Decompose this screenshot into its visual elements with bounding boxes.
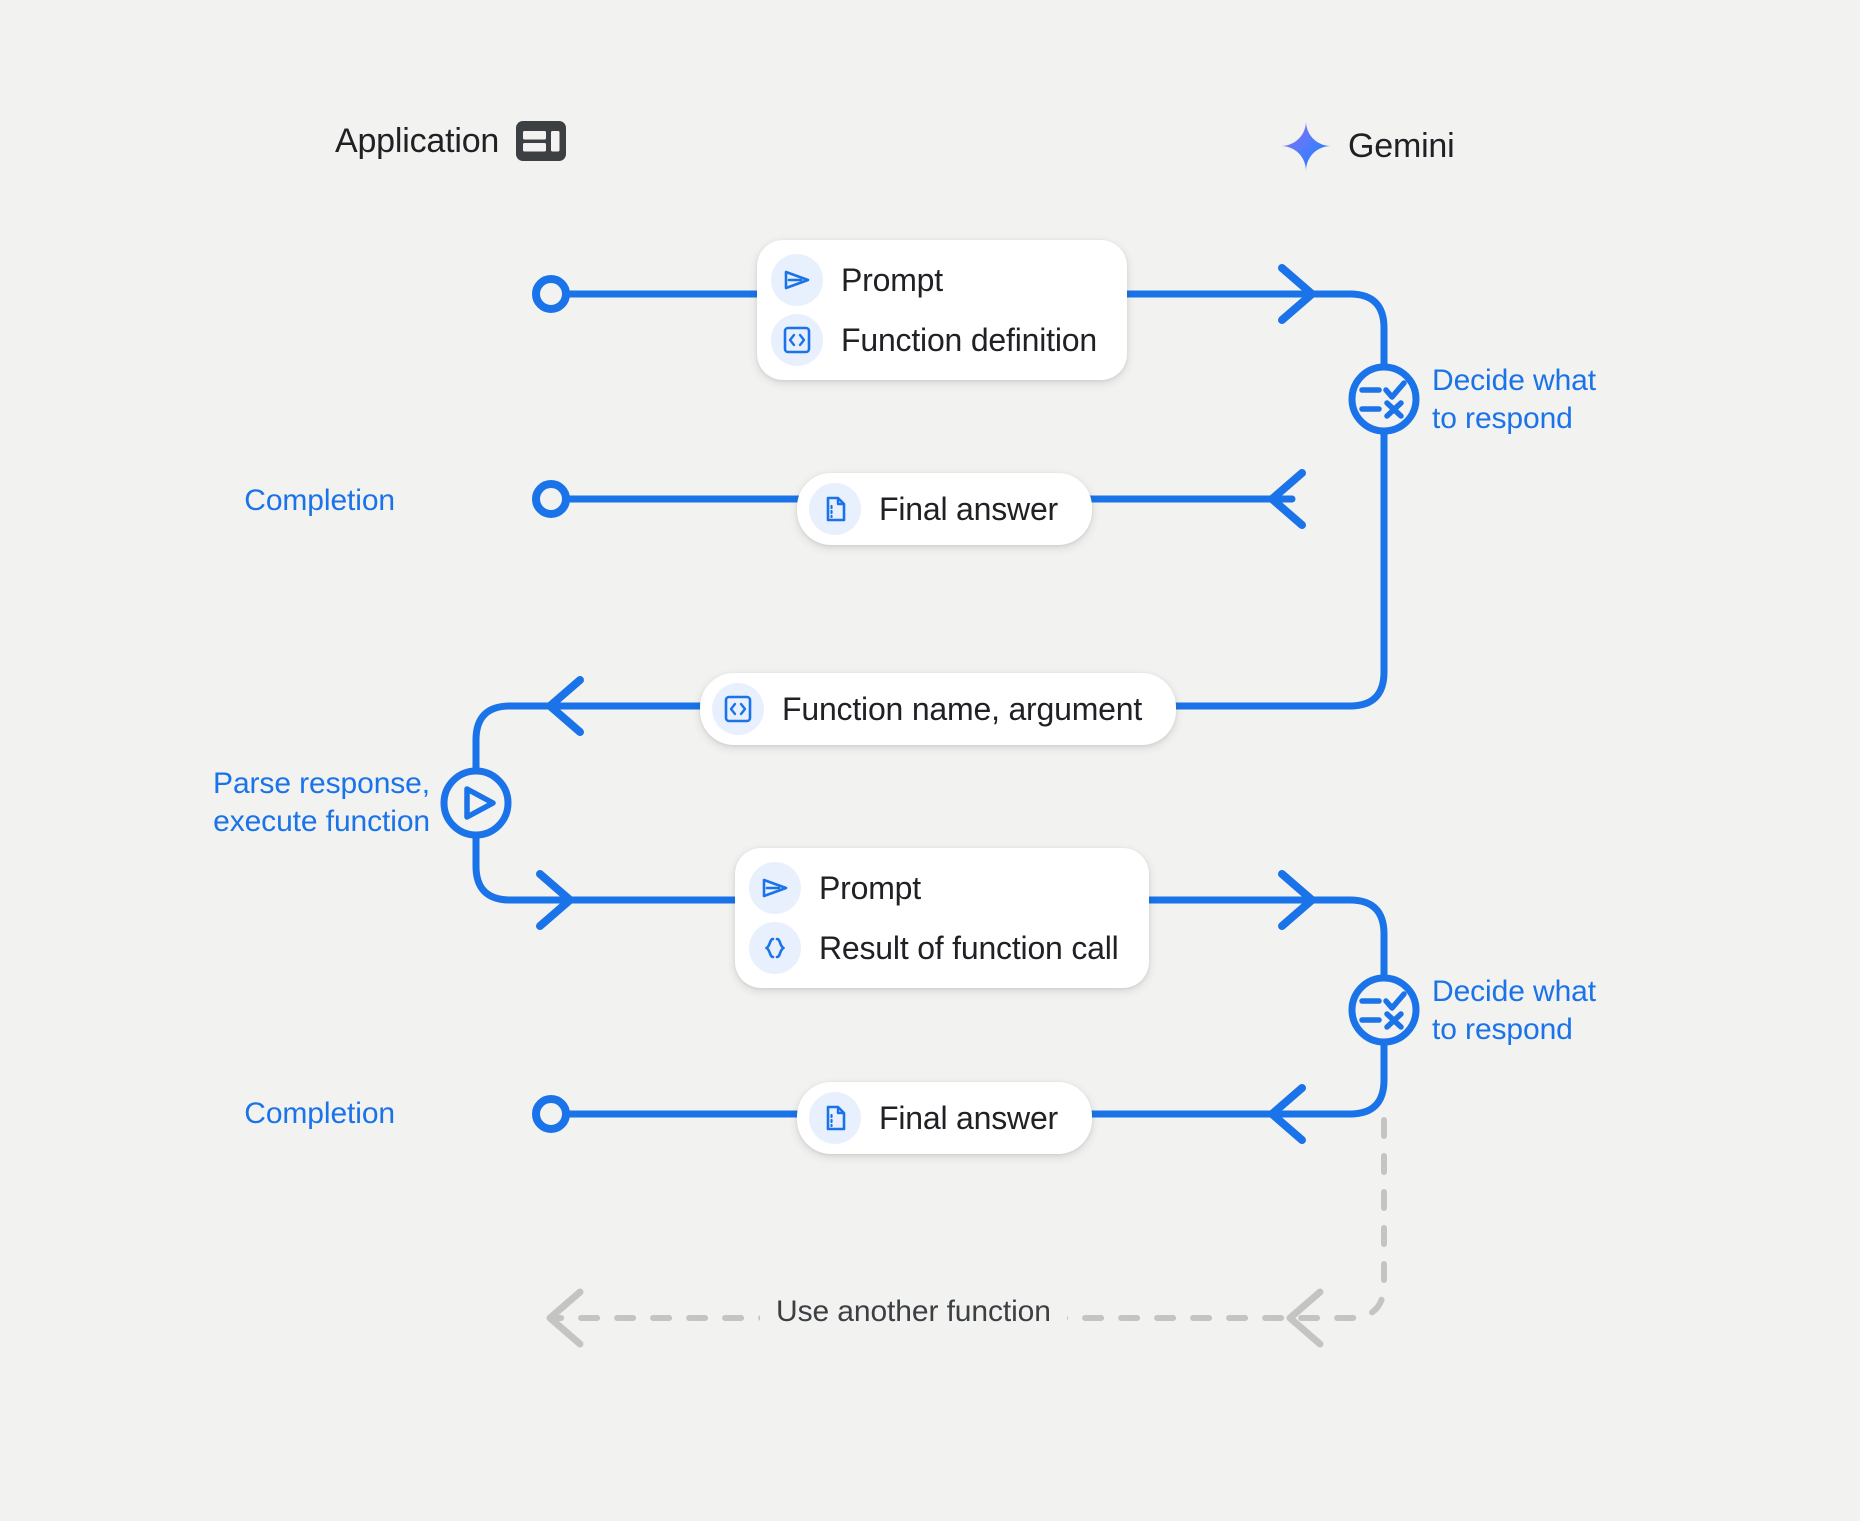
wire-prompt-to-gemini	[547, 290, 1388, 710]
code-brackets-icon	[771, 314, 823, 366]
arrowhead-to-gemini-3	[1278, 870, 1316, 930]
decision-checklist-icon-1	[1359, 380, 1407, 419]
card-row: Prompt	[749, 862, 1119, 914]
card-row: Final answer	[809, 1092, 1058, 1144]
play-circle-icon	[464, 786, 496, 820]
arrowhead-to-gemini-2	[536, 870, 574, 930]
wire-loop-dashed	[548, 1117, 1387, 1321]
card-row: Function name, argument	[712, 683, 1142, 735]
card-row-label: Prompt	[819, 869, 921, 906]
card-row: Result of function call	[749, 922, 1119, 974]
card-row-label: Function definition	[841, 321, 1097, 358]
decision-checklist-icon-2	[1359, 991, 1407, 1030]
card-row-label: Prompt	[841, 261, 943, 298]
application-window-icon	[516, 121, 567, 161]
gemini-sparkle-icon	[1281, 121, 1331, 171]
card-row: Function definition	[771, 314, 1097, 366]
send-prompt-icon	[749, 862, 801, 914]
message-card-function-name-argument[interactable]: Function name, argument	[700, 673, 1177, 745]
curly-braces-icon	[749, 922, 801, 974]
arrowhead-loop-gemini	[1286, 1288, 1324, 1348]
arrowhead-loop-application	[546, 1288, 584, 1348]
loop-caption: Use another function	[760, 1295, 1067, 1329]
completion-label-1: Completion	[244, 484, 395, 517]
message-card-final-answer-2[interactable]: Final answer	[797, 1082, 1093, 1154]
card-row-label: Final answer	[879, 490, 1059, 527]
endpoint-circle-completion-2	[532, 1095, 570, 1133]
arrowhead-to-application-3	[1268, 1084, 1306, 1144]
parse-execute-label: Parse response, execute function	[213, 767, 430, 839]
message-card-prompt-function-definition[interactable]: Prompt Function definition	[757, 240, 1127, 380]
arrowhead-to-application-2	[546, 676, 584, 736]
parse-execute-node	[440, 767, 512, 839]
lane-header-gemini: Gemini	[1280, 120, 1455, 172]
decision-label-1: Decide what to respond	[1432, 364, 1596, 436]
decision-label-2: Decide what to respond	[1432, 975, 1596, 1047]
lane-title-application: Application	[335, 121, 500, 160]
card-row: Final answer	[809, 483, 1058, 535]
completion-label-2: Completion	[244, 1097, 395, 1130]
send-prompt-icon	[771, 254, 823, 306]
card-row-label: Result of function call	[819, 929, 1119, 966]
lane-header-application: Application	[335, 120, 567, 162]
document-icon	[809, 1092, 861, 1144]
message-card-final-answer-1[interactable]: Final answer	[797, 473, 1093, 545]
decision-node-2	[1348, 974, 1420, 1046]
card-row-label: Final answer	[879, 1099, 1059, 1136]
endpoint-circle-start	[532, 275, 570, 313]
decision-node-1	[1348, 363, 1420, 435]
arrowhead-to-application-1	[1268, 469, 1306, 529]
card-row: Prompt	[771, 254, 1097, 306]
lane-title-gemini: Gemini	[1348, 126, 1455, 165]
message-card-prompt-result-of-function-call[interactable]: Prompt Result of function call	[735, 848, 1149, 988]
arrowhead-to-gemini-1	[1278, 264, 1316, 324]
code-brackets-icon	[712, 683, 764, 735]
document-icon	[809, 483, 861, 535]
card-row-label: Function name, argument	[782, 690, 1143, 727]
endpoint-circle-completion-1	[532, 480, 570, 518]
